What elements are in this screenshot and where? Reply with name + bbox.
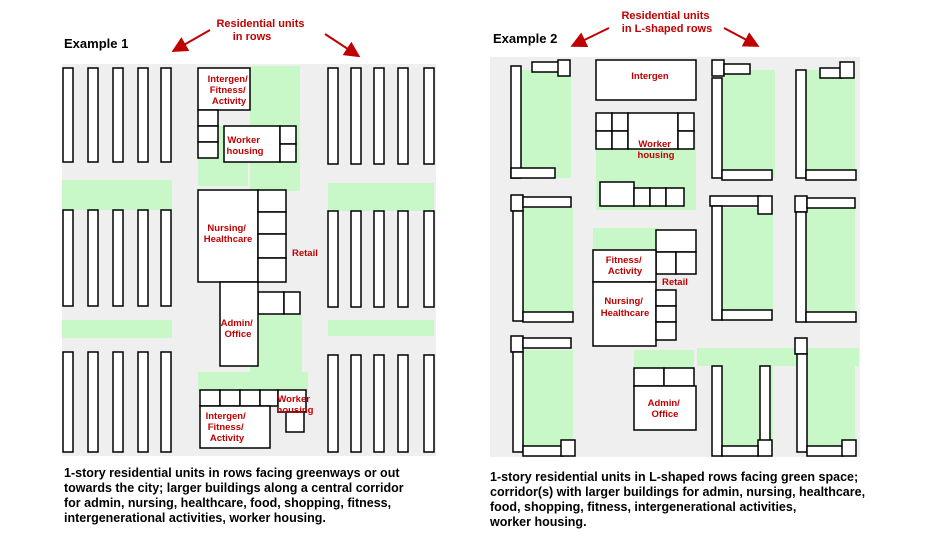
- example-2-title: Example 2: [493, 31, 557, 46]
- example-2: Example 2 Residential units in L-shaped …: [490, 10, 860, 457]
- example-2-left-arrow: [570, 27, 610, 47]
- example-1-header: Residential units in rows: [216, 18, 307, 43]
- example-1-title: Example 1: [64, 36, 128, 51]
- example-2-header: Residential units in L-shaped rows: [621, 10, 712, 35]
- worker-housing-label: Worker housing: [638, 139, 675, 161]
- intergen-fitness-activity-top-label: Intergen/ Fitness/ Activity: [208, 74, 251, 107]
- example-2-green-spaces: [521, 70, 859, 454]
- example-1-right-arrow: [324, 33, 361, 58]
- example-2-right-arrow: [723, 27, 760, 47]
- admin-office-label: Admin/ Office: [221, 318, 256, 340]
- example-2-central-buildings: [592, 59, 697, 431]
- example-1: Example 1 Residential units in rows: [62, 18, 436, 456]
- intergen-label: Intergen: [631, 71, 669, 82]
- admin-office-label-2: Admin/ Office: [648, 398, 683, 420]
- example-1-caption: 1-story residential units in rows facing…: [64, 466, 404, 525]
- example-2-l-shaped-units: [510, 59, 857, 457]
- example-2-caption: 1-story residential units in L-shaped ro…: [490, 470, 866, 529]
- nursing-healthcare-label-2: Nursing/ Healthcare: [601, 296, 650, 319]
- example-1-labels: Intergen/ Fitness/ Activity Worker housi…: [204, 74, 318, 444]
- fitness-activity-label: Fitness/ Activity: [606, 255, 645, 277]
- intergen-fitness-activity-bottom-label: Intergen/ Fitness/ Activity: [206, 411, 249, 444]
- example-1-left-arrow: [171, 29, 211, 52]
- example-1-right-rows: [327, 67, 435, 453]
- retail-label-2: Retail: [662, 277, 688, 288]
- retail-label: Retail: [292, 248, 318, 259]
- example-1-central-buildings: [197, 67, 307, 449]
- nursing-healthcare-label: Nursing/ Healthcare: [204, 223, 253, 245]
- example-1-left-rows: [62, 67, 172, 453]
- worker-housing-bottom-label: Worker housing: [277, 394, 314, 416]
- worker-housing-top-label: Worker housing: [227, 135, 264, 157]
- example-2-labels: Intergen Worker housing Fitness/ Activit…: [601, 71, 688, 420]
